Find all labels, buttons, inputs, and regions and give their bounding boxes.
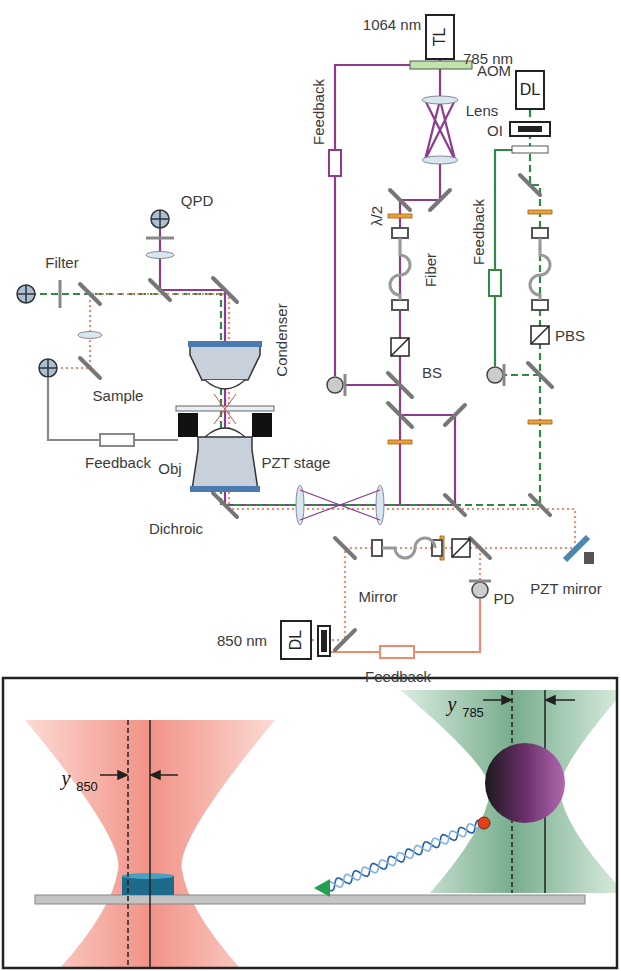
dna-strand <box>326 823 484 888</box>
part-name: PZT stage <box>262 455 331 470</box>
displacement-subscript: 850 <box>76 780 98 793</box>
laser-box: DL <box>280 620 312 660</box>
displacement-subscript: 785 <box>462 706 484 719</box>
laser-label: TL <box>431 28 449 47</box>
displacement-symbol: y <box>62 768 71 788</box>
laser-label: DL <box>520 81 540 99</box>
part-name: QPD <box>181 193 214 208</box>
part-name: Lens <box>466 103 499 118</box>
signal-name: Feedback <box>471 199 486 265</box>
part-name: BS <box>422 365 442 380</box>
laser-label: DL <box>287 630 305 650</box>
part-name: PBS <box>555 328 585 343</box>
part-name: PD <box>494 591 515 606</box>
part-name: Obj <box>158 461 181 476</box>
part-name: Filter <box>45 255 78 270</box>
part-name: Fiber <box>423 253 438 287</box>
wavelength: 785 nm <box>463 51 513 66</box>
signal-name: Feedback <box>365 669 431 684</box>
part-name: Mirror <box>358 589 397 604</box>
part-name: OI <box>487 123 503 138</box>
part-name: Condenser <box>274 303 289 376</box>
part-name: λ/2 <box>369 206 384 226</box>
part-name: Dichroic <box>149 521 203 536</box>
signal-name: Feedback <box>85 455 151 470</box>
laser-box: DL <box>515 70 545 110</box>
part-name: Sample <box>93 388 144 403</box>
part-name: PZT mirror <box>530 581 601 596</box>
dna-strand <box>326 820 484 891</box>
signal-name: Feedback <box>311 79 326 145</box>
wavelength: 1064 nm <box>363 17 421 32</box>
displacement-symbol: y <box>448 694 457 714</box>
wavelength: 850 nm <box>217 633 267 648</box>
laser-box: TL <box>425 14 455 60</box>
